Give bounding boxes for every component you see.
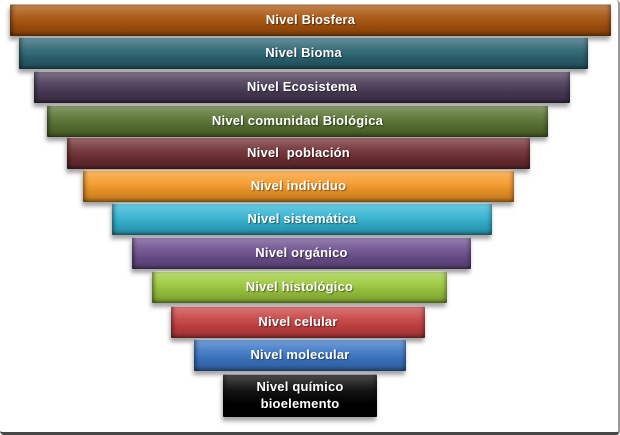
- level-label: Nivel Bioma: [265, 44, 342, 60]
- level-label: Nivel individuo: [250, 177, 347, 193]
- level-label: Nivel histológico: [245, 278, 354, 294]
- funnel-level-quimico-bioelemento: Nivel químico bioelemento: [223, 374, 377, 417]
- level-label: Nivel molecular: [250, 346, 350, 362]
- funnel-level-bioma: Nivel Bioma: [19, 37, 588, 69]
- funnel-level-organico: Nivel orgánico: [132, 237, 471, 269]
- funnel-level-celular: Nivel celular: [171, 306, 425, 338]
- funnel-level-biosfera: Nivel Biosfera: [10, 4, 611, 36]
- level-label: Nivel comunidad Biológica: [211, 112, 384, 128]
- level-label: Nivel sistemática: [247, 210, 357, 226]
- funnel-level-ecosistema: Nivel Ecosistema: [34, 71, 570, 103]
- level-label: Nivel celular: [258, 313, 338, 329]
- funnel-level-poblacion: Nivel población: [67, 137, 530, 169]
- level-label: Nivel orgánico: [255, 244, 348, 260]
- level-label: Nivel población: [247, 144, 350, 160]
- funnel-level-sistematica: Nivel sistemática: [112, 203, 492, 235]
- level-label: Nivel químico bioelemento: [256, 379, 344, 411]
- funnel-level-histologico: Nivel histológico: [152, 271, 447, 303]
- funnel-level-comunidad-biologica: Nivel comunidad Biológica: [47, 105, 548, 137]
- level-label: Nivel Biosfera: [265, 11, 356, 27]
- funnel-level-individuo: Nivel individuo: [83, 170, 514, 202]
- funnel-level-molecular: Nivel molecular: [194, 339, 406, 371]
- level-label: Nivel Ecosistema: [246, 78, 358, 94]
